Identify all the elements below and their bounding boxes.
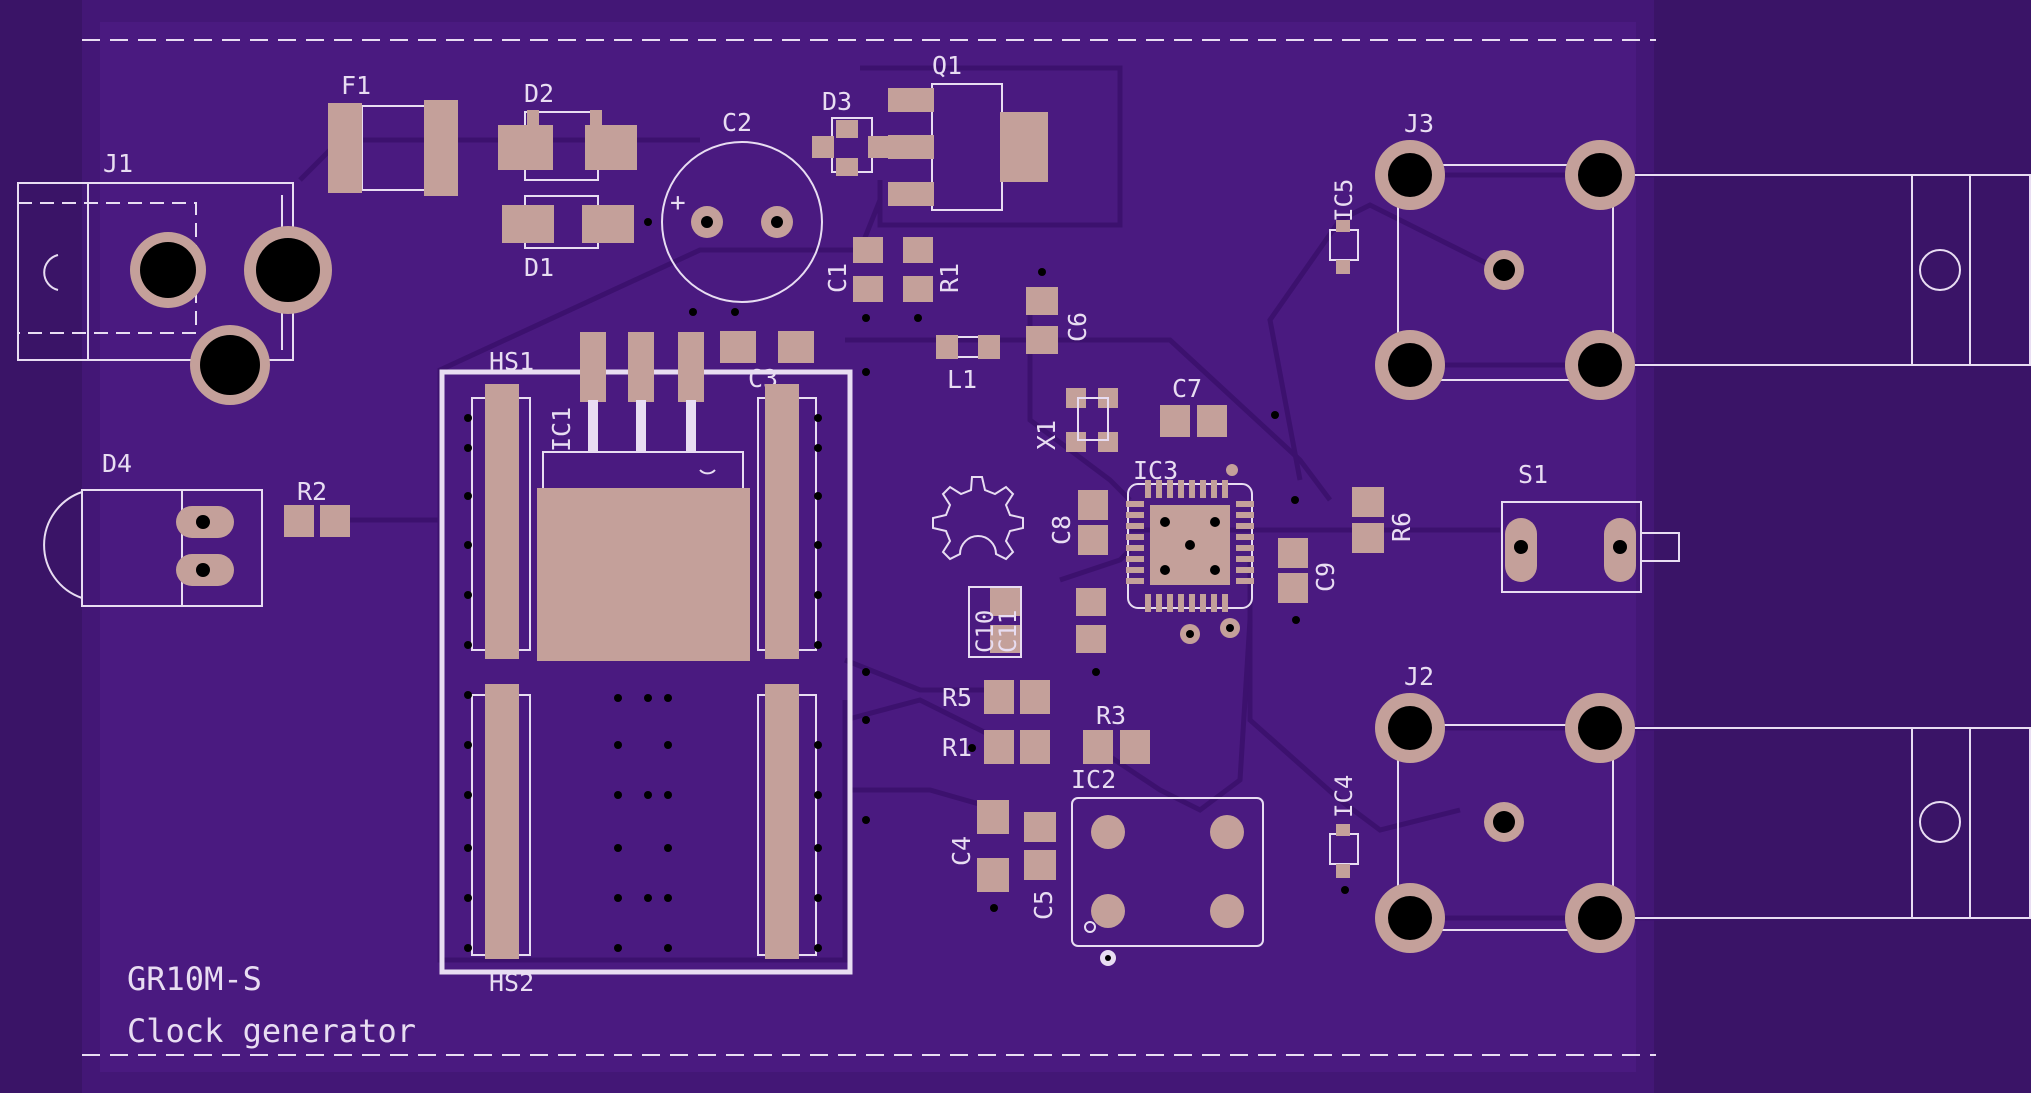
c3-capacitor: C3 xyxy=(720,331,814,393)
label-d1: D1 xyxy=(524,253,554,282)
board-subtitle: Clock generator xyxy=(127,1012,416,1050)
open-hardware-gear-icon xyxy=(932,476,1024,561)
label-ic1: IC1 xyxy=(547,407,576,452)
r1-resistor-top: R1 xyxy=(903,237,964,302)
label-d4: D4 xyxy=(102,449,132,478)
label-hs1: HS1 xyxy=(489,347,534,376)
label-s1: S1 xyxy=(1518,460,1548,489)
label-c1: C1 xyxy=(823,263,852,293)
label-ic3: IC3 xyxy=(1133,456,1178,485)
label-f1: F1 xyxy=(341,71,371,100)
r1-resistor-bottom: R1 xyxy=(942,730,1050,764)
d1-diode: D1 xyxy=(502,195,634,282)
j1-barrel-jack: J1 xyxy=(17,149,332,405)
c6-capacitor: C6 xyxy=(1026,287,1092,354)
j2-bnc-connector: J2 xyxy=(1375,662,2031,953)
label-c8: C8 xyxy=(1047,515,1076,545)
label-r3: R3 xyxy=(1096,701,1126,730)
label-c2: C2 xyxy=(722,108,752,137)
r6-resistor: R6 xyxy=(1352,487,1416,553)
label-r2: R2 xyxy=(297,477,327,506)
ic4-component: IC4 xyxy=(1329,775,1359,878)
c8-capacitor: C8 xyxy=(1047,490,1108,555)
r2-resistor: R2 xyxy=(284,477,350,537)
d4-led: D4 xyxy=(43,449,263,607)
label-ic4: IC4 xyxy=(1330,775,1358,818)
thermal-vias xyxy=(464,218,1349,952)
label-l1: L1 xyxy=(947,365,977,394)
c4-capacitor: C4 xyxy=(947,800,1009,892)
r5-resistor: R5 xyxy=(942,680,1050,714)
l1-inductor: L1 xyxy=(936,335,1000,394)
label-r5: R5 xyxy=(942,683,972,712)
hs1-heatsink: HS1 xyxy=(439,347,853,975)
j3-bnc-connector: J3 xyxy=(1375,109,2031,400)
label-c10: C10 xyxy=(971,610,999,653)
label-j1: J1 xyxy=(103,149,133,178)
c1-capacitor: C1 xyxy=(823,237,883,302)
d2-diode: D2 xyxy=(498,79,637,181)
hs2-heatsink: HS2 xyxy=(471,684,817,997)
label-c7: C7 xyxy=(1172,374,1202,403)
label-x1: X1 xyxy=(1032,420,1061,450)
label-d3: D3 xyxy=(822,87,852,116)
label-q1: Q1 xyxy=(932,51,962,80)
r3-resistor: R3 xyxy=(1083,701,1150,764)
c10-c11-capacitors: C10 C11 xyxy=(968,586,1106,658)
f1-fuse: F1 xyxy=(328,71,458,196)
label-r6: R6 xyxy=(1387,512,1416,542)
c2-polarity-mark: + xyxy=(670,188,686,218)
label-c9: C9 xyxy=(1311,562,1340,592)
label-r1-bottom: R1 xyxy=(942,733,972,762)
label-j3: J3 xyxy=(1404,109,1434,138)
ic2-oscillator: IC2 xyxy=(1071,765,1264,966)
c2-electrolytic-capacitor: + C2 xyxy=(661,108,823,303)
c7-capacitor: C7 xyxy=(1160,374,1227,437)
d3-diode: D3 xyxy=(812,87,890,176)
board-title: GR10M-S xyxy=(127,960,262,998)
label-c11: C11 xyxy=(994,610,1022,653)
c5-capacitor: C5 xyxy=(1024,812,1058,920)
label-c4: C4 xyxy=(947,836,976,866)
label-hs2: HS2 xyxy=(489,968,534,997)
label-ic2: IC2 xyxy=(1071,765,1116,794)
label-ic5: IC5 xyxy=(1330,179,1358,222)
label-c5: C5 xyxy=(1029,890,1058,920)
q1-transistor: Q1 xyxy=(888,51,1048,211)
c9-capacitor: C9 xyxy=(1278,538,1340,603)
label-d2: D2 xyxy=(524,79,554,108)
x1-crystal: X1 xyxy=(1032,388,1118,452)
ic3-qfn-chip: IC3 xyxy=(1126,456,1254,644)
label-c6: C6 xyxy=(1063,312,1092,342)
ic5-component: IC5 xyxy=(1329,179,1359,274)
ic1-voltage-regulator: IC1 xyxy=(537,332,750,661)
s1-switch: S1 xyxy=(1501,460,1680,593)
label-r1-top: R1 xyxy=(935,263,964,293)
label-j2: J2 xyxy=(1404,662,1434,691)
